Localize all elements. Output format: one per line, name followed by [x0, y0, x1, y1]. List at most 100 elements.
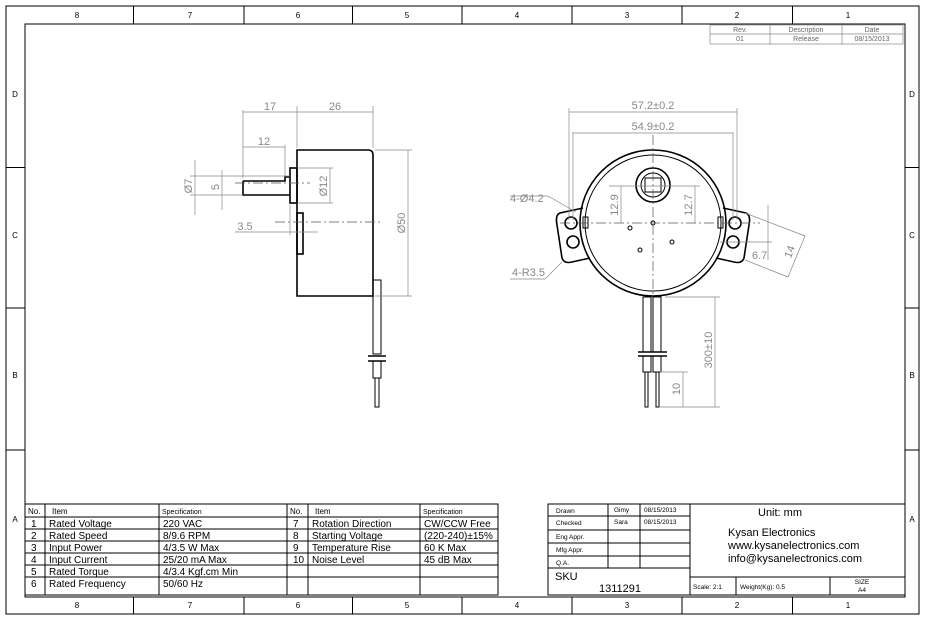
spec-row: 5 Rated Torque 4/3.4 Kgf.cm Min: [31, 567, 238, 578]
column-marker-top: 6: [296, 11, 301, 20]
row-marker-left: C: [12, 231, 18, 240]
scale: Scale: 2:1: [693, 584, 722, 591]
column-marker-bottom: 1: [846, 601, 851, 610]
column-marker-top: 1: [846, 11, 851, 20]
revision-table: Rev. Description Date 01 Release 08/15/2…: [709, 24, 904, 45]
column-marker-bottom: 3: [625, 601, 630, 610]
row-marker-left: D: [12, 90, 18, 99]
approval-role: Checked: [556, 520, 582, 527]
column-marker-bottom: 2: [735, 601, 740, 610]
company-name: Kysan Electronics: [728, 527, 816, 539]
column-marker-top: 2: [735, 11, 740, 20]
approval-name: Sara: [614, 519, 628, 526]
dim-26: 26: [329, 101, 341, 113]
column-marker-top: 4: [515, 11, 520, 20]
weight: Weight(Kg): 0.5: [740, 584, 785, 591]
spec-header: Specification: [162, 509, 202, 516]
column-marker-bottom: 8: [75, 601, 80, 610]
spec-value: CW/CCW Free: [424, 519, 491, 530]
spec-no: 5: [31, 567, 37, 578]
dim-dia12: Ø12: [318, 176, 330, 197]
dim-dia50: Ø50: [396, 213, 408, 234]
spec-value: (220-240)±15%: [424, 531, 493, 542]
row-marker-right: A: [909, 515, 915, 524]
column-marker-top: 3: [625, 11, 630, 20]
spec-value: 8/9.6 RPM: [163, 531, 210, 542]
approval-row: Drawn Gimy 08/15/2013: [556, 507, 677, 515]
shaft: [242, 176, 290, 196]
date-header: Date: [865, 27, 880, 34]
mounting-hole: [566, 235, 580, 249]
spec-no: 3: [31, 543, 37, 554]
spec-value: 4/3.4 Kgf.cm Min: [163, 567, 238, 578]
locating-pin: [296, 212, 304, 255]
spec-item: Starting Voltage: [312, 531, 383, 542]
spec-header: Item: [315, 507, 331, 516]
dim-hole-dia: 4-Ø4.2: [510, 193, 544, 205]
unit-label: Unit: mm: [758, 507, 802, 519]
dim-57-2: 57.2±0.2: [632, 100, 675, 112]
rev-header: Rev.: [733, 27, 747, 34]
spec-value: 4/3.5 W Max: [163, 543, 219, 554]
sku-number: 1311291: [599, 583, 641, 595]
column-marker-top: 5: [405, 11, 410, 20]
approval-name: Gimy: [614, 507, 630, 514]
description-value: Release: [793, 36, 819, 43]
spec-header: Item: [52, 507, 68, 516]
company-email: info@kysanelectronics.com: [728, 553, 862, 565]
description-header: Description: [788, 27, 823, 34]
approval-date: 08/15/2013: [644, 507, 677, 514]
sku-label: SKU: [555, 571, 578, 583]
size-value: A4: [858, 587, 866, 594]
spec-no: 1: [31, 519, 37, 530]
dim-6-7: 6.7: [752, 250, 767, 262]
approval-row: Eng Appr.: [556, 534, 584, 541]
approval-row: Mfg Appr.: [556, 547, 584, 554]
column-marker-bottom: 4: [515, 601, 520, 610]
dim-3-5: 3.5: [237, 221, 252, 233]
row-marker-right: D: [909, 90, 915, 99]
spec-item: Rated Torque: [49, 567, 109, 578]
lead-wire-braid: [642, 296, 652, 353]
size-label: SIZE: [855, 579, 870, 586]
dim-10: 10: [671, 383, 683, 395]
approval-role: Drawn: [556, 508, 575, 515]
column-marker-bottom: 6: [296, 601, 301, 610]
motor-body-side: [296, 149, 374, 297]
spec-no: 2: [31, 531, 37, 542]
spec-row: 7 Rotation Direction CW/CCW Free: [293, 519, 491, 530]
spec-no: 4: [31, 555, 37, 566]
dim-12: 12: [258, 136, 270, 148]
dim-12-9: 12.9: [609, 194, 621, 215]
spec-item: Noise Level: [312, 555, 364, 566]
approval-row: Q.A.: [556, 560, 569, 567]
mounting-ear-left: [555, 207, 591, 264]
spec-no: 7: [293, 519, 299, 530]
front-view: 57.2±0.2 54.9±0.2 4-Ø4.2 12.9 12.7 6.7 1…: [510, 100, 806, 408]
approval-role: Mfg Appr.: [556, 547, 584, 554]
inner-border: [24, 23, 906, 598]
dim-54-9: 54.9±0.2: [632, 121, 675, 133]
spec-item: Rated Voltage: [49, 519, 112, 530]
spec-value: 45 dB Max: [424, 555, 472, 566]
column-marker-bottom: 7: [188, 601, 193, 610]
dim-dia7: Ø7: [183, 179, 195, 194]
spec-item: Input Current: [49, 555, 108, 566]
spec-item: Rotation Direction: [312, 519, 391, 530]
company-website: www.kysanelectronics.com: [727, 540, 859, 552]
approval-role: Q.A.: [556, 560, 569, 567]
dim-12-7: 12.7: [683, 194, 695, 215]
spec-item: Rated Frequency: [49, 579, 126, 590]
